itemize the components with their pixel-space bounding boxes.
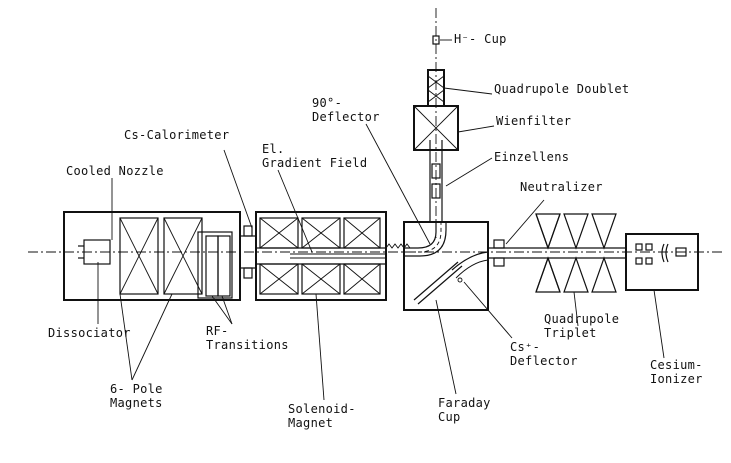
- cesium-ionizer: [625, 233, 699, 291]
- quadrupole-triplet: [532, 213, 626, 293]
- rf-transitions: [197, 231, 233, 299]
- dissociator-housing: [63, 211, 241, 301]
- deflector-chamber: [403, 221, 489, 311]
- deflector-90-label: 90°- Deflector: [312, 96, 380, 124]
- el-gradient-field-label: El. Gradient Field: [262, 142, 368, 170]
- quadrupole-triplet-label: Quadrupole Triplet: [544, 312, 620, 340]
- cesium-ionizer-label: Cesium- Ionizer: [650, 358, 703, 386]
- dissociator-label: Dissociator: [48, 326, 131, 340]
- bellows: [385, 243, 411, 249]
- solenoid-magnet-label: Solenoid- Magnet: [288, 402, 356, 430]
- einzellens-label: Einzellens: [494, 150, 570, 164]
- quadrupole-doublet: [427, 69, 445, 107]
- quadrupole-doublet-label: Quadrupole Doublet: [494, 82, 630, 96]
- solenoid-magnet: [255, 211, 387, 301]
- h-cup: [432, 35, 440, 45]
- cs-calorimeter-pipe: [240, 225, 256, 279]
- rf-transitions-label: RF- Transitions: [206, 324, 289, 352]
- leader-lines: [97, 39, 665, 401]
- faraday-cup-label: Faraday Cup: [438, 396, 491, 424]
- neutralizer: [488, 239, 532, 267]
- six-pole-magnet-2: [163, 217, 203, 295]
- wienfilter-label: Wienfilter: [496, 114, 572, 128]
- h-cup-label: H⁻- Cup: [454, 32, 507, 46]
- cooled-nozzle-label: Cooled Nozzle: [66, 164, 164, 178]
- cs-calorimeter-label: Cs-Calorimeter: [124, 128, 230, 142]
- six-pole-magnets-label: 6- Pole Magnets: [110, 382, 163, 410]
- six-pole-magnet-1: [119, 217, 159, 295]
- cs-deflector-label: Cs⁺- Deflector: [510, 340, 578, 368]
- dissociator: [83, 239, 111, 265]
- vertical-beamline: [429, 140, 443, 222]
- neutralizer-label: Neutralizer: [520, 180, 603, 194]
